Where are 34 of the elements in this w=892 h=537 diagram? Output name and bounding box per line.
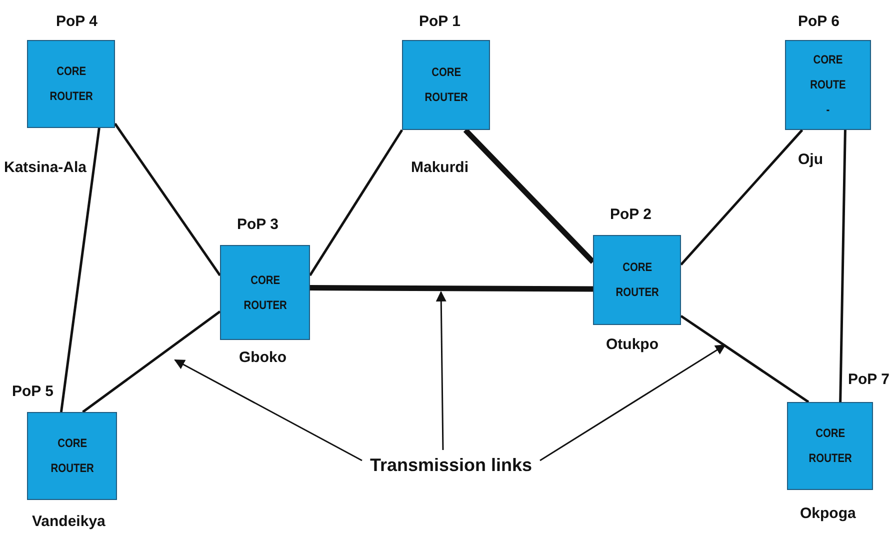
router-label: CORE ROUTER [50,435,94,477]
location-label: Vandeikya [32,513,106,530]
pop-label: PoP 7 [848,371,890,388]
link-line [310,285,594,292]
pointer-arrow [540,344,726,462]
link-line [60,128,100,412]
router-label: CORE ROUTER [49,63,93,105]
link-line [680,314,810,404]
link-line [463,128,595,264]
router-label: CORE ROUTER [615,259,659,301]
pop-label: PoP 4 [56,13,98,30]
link-line [114,122,222,276]
link-line [308,129,404,276]
pop-label: PoP 5 [12,383,54,400]
location-label: Gboko [239,349,286,366]
pop-label: PoP 1 [419,13,460,30]
router-label: CORE ROUTER [424,64,468,106]
location-label: Katsina-Ala [4,159,87,176]
link-line [839,130,846,402]
pop-label: PoP 2 [610,206,652,223]
pointer-arrow [436,290,446,450]
router-label: CORE ROUTE - [810,52,846,118]
location-label: Makurdi [411,159,469,176]
annotation-text: Transmission links [362,450,540,480]
pointer-arrow [174,359,362,462]
router-label: CORE ROUTER [808,425,852,467]
pop-label: PoP 6 [798,13,840,30]
router-label: CORE ROUTER [243,272,287,314]
pop-label: PoP 3 [237,216,278,233]
location-label: Otukpo [606,336,658,353]
location-label: Okpoga [800,505,856,522]
link-line [82,310,221,413]
link-line [680,129,804,266]
location-label: Oju [798,151,823,168]
